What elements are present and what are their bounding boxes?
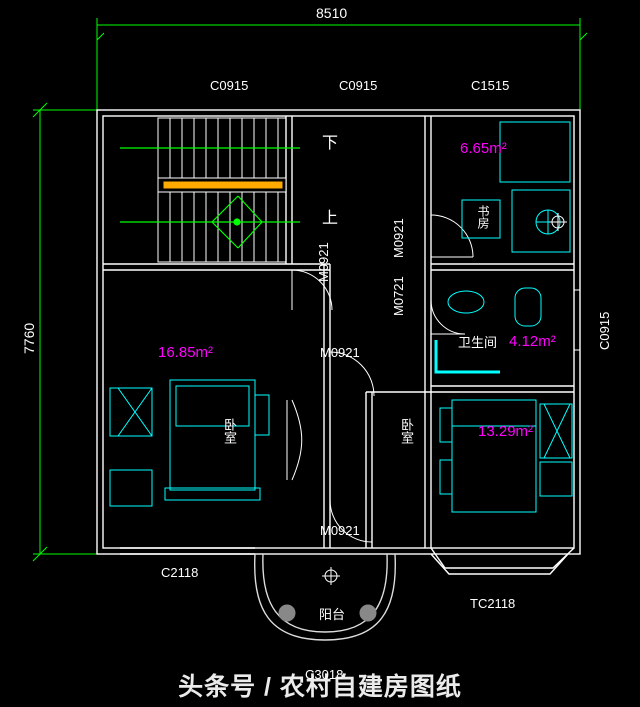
dimension-lines-group — [32, 18, 588, 562]
furniture-left-bedroom — [109, 379, 303, 507]
center-marks — [322, 213, 567, 585]
stairs-group — [157, 117, 287, 263]
stairs-direction-arrows — [120, 147, 300, 249]
furniture-bathroom — [434, 287, 542, 374]
balcony-details — [278, 604, 377, 622]
watermark-text: 头条号 / 农村自建房图纸 — [178, 673, 462, 701]
furniture-study — [461, 121, 571, 253]
door-swings-group — [291, 214, 474, 543]
furniture-right-bedroom — [439, 399, 573, 513]
window-symbols-group — [125, 109, 581, 555]
